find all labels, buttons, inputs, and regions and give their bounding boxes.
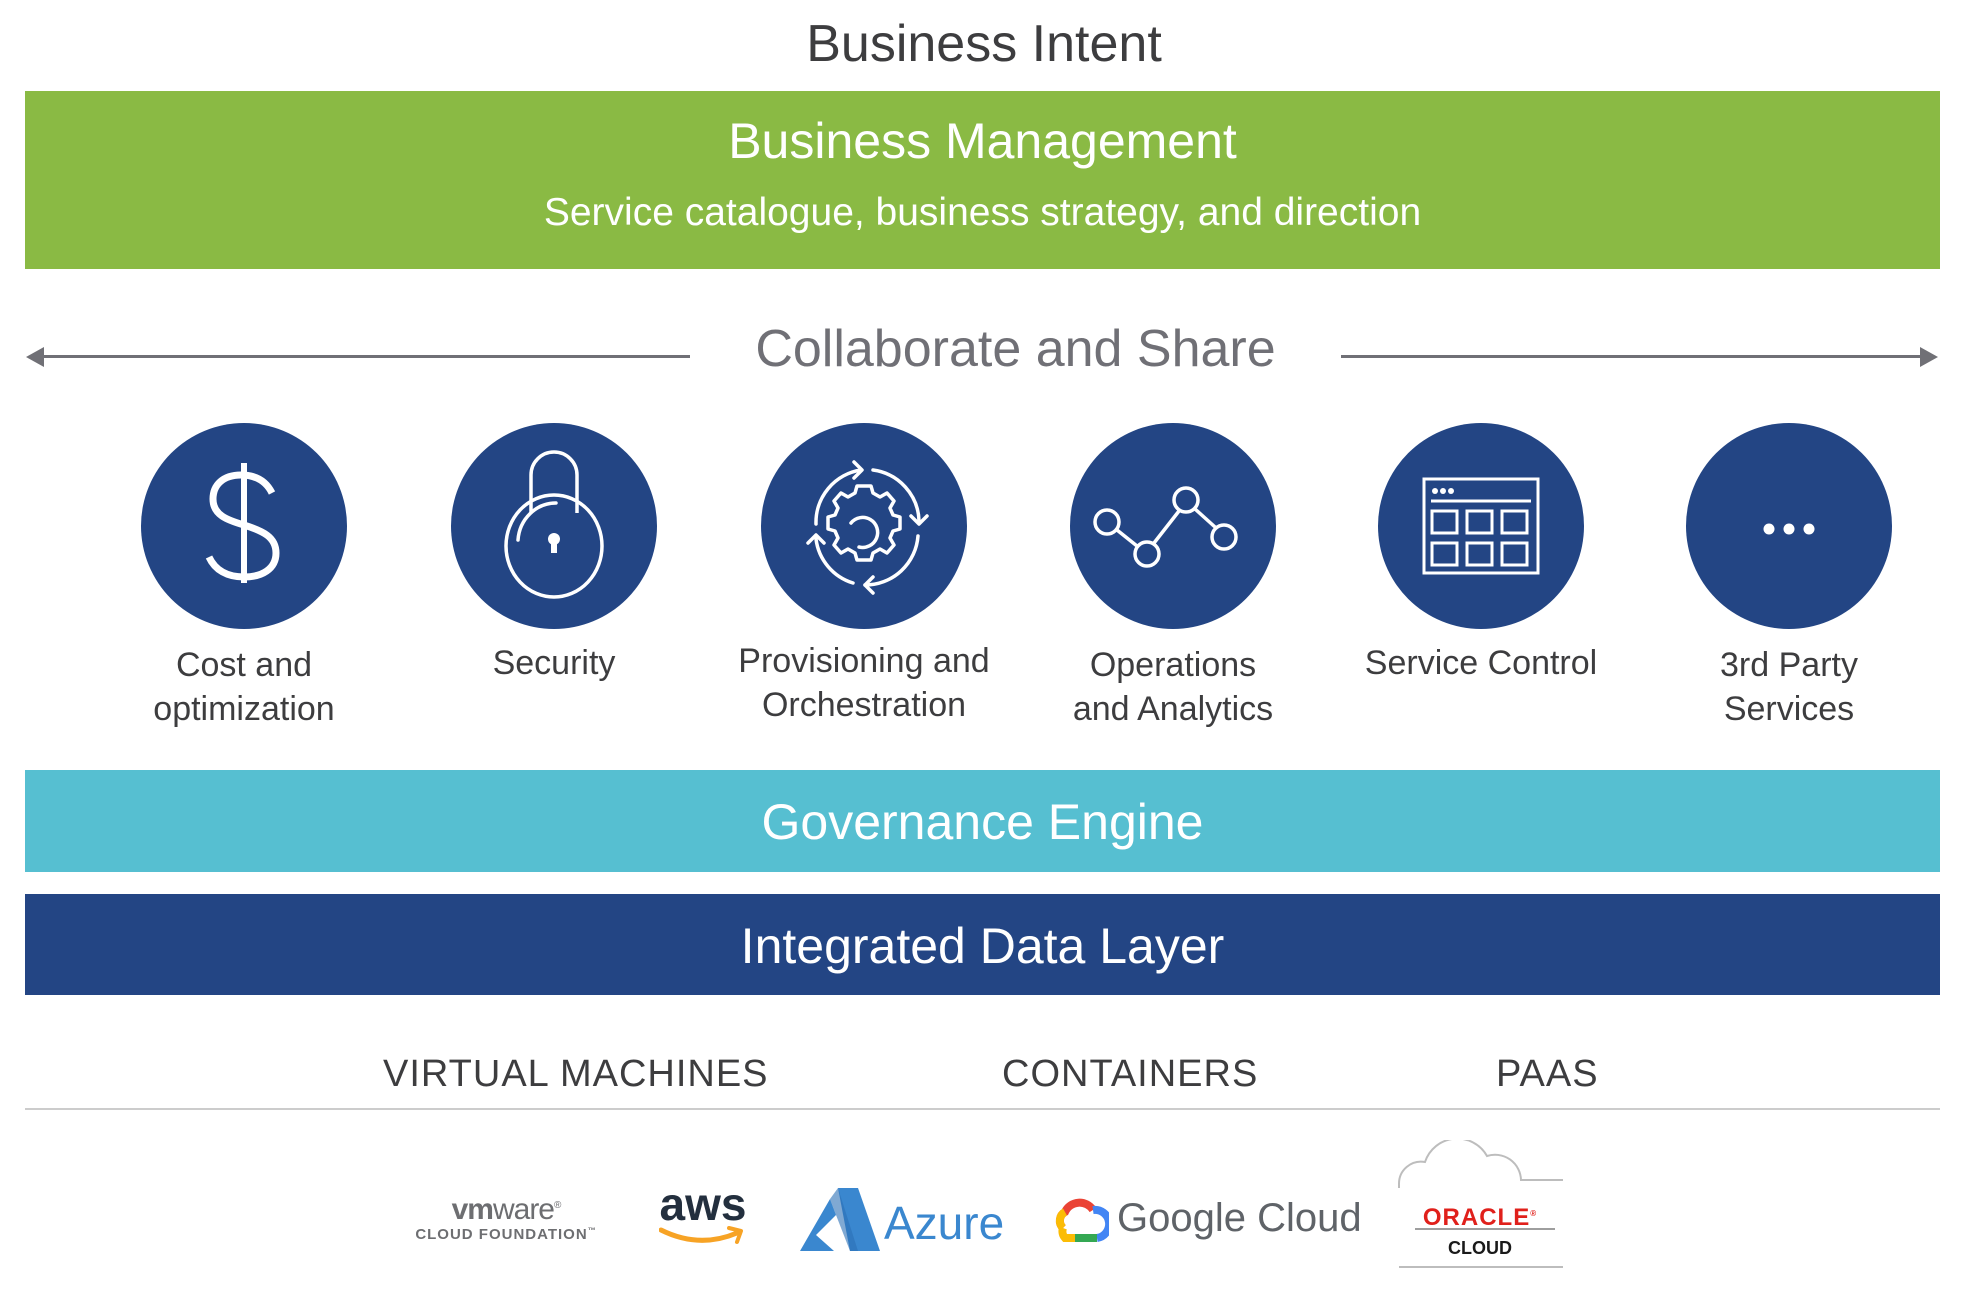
capability-operations-analytics: Operations and Analytics bbox=[1018, 423, 1328, 728]
collaborate-line-left bbox=[40, 355, 690, 358]
oracle-cloud-subtitle: CLOUD bbox=[1448, 1238, 1512, 1258]
business-management-subtitle: Service catalogue, business strategy, an… bbox=[543, 191, 1422, 234]
azure-wordmark: Azure bbox=[884, 1197, 1005, 1249]
aws-logo: aws bbox=[655, 1179, 751, 1255]
capability-circle bbox=[1378, 423, 1584, 629]
capability-label: 3rd Party Services bbox=[1614, 643, 1964, 731]
vmware-word-bold: vm bbox=[451, 1193, 494, 1226]
ellipsis-icon bbox=[1763, 523, 1815, 535]
capability-security: Security bbox=[399, 423, 709, 683]
capability-label-line2: and Analytics bbox=[1072, 690, 1274, 728]
app-grid-window-icon bbox=[1422, 477, 1540, 575]
google-cloud-wordmark: Google Cloud bbox=[1117, 1196, 1362, 1240]
oracle-word: ORACLE bbox=[1422, 1204, 1531, 1231]
category-virtual-machines: VIRTUAL MACHINES bbox=[383, 1053, 769, 1095]
padlock-icon bbox=[504, 450, 604, 599]
capability-label-line2: Orchestration bbox=[761, 686, 967, 724]
aws-wordmark: aws bbox=[659, 1178, 747, 1230]
arrow-right-icon bbox=[1920, 347, 1938, 367]
capability-label-line1: 3rd Party bbox=[1720, 646, 1858, 684]
capability-label-line1: Cost and bbox=[175, 646, 313, 684]
gear-cycle-icon bbox=[806, 460, 929, 595]
amazon-smile-arrow-icon bbox=[659, 1226, 743, 1244]
dollar-icon bbox=[205, 463, 280, 583]
capability-circle bbox=[1070, 423, 1276, 629]
capability-label-line1: Operations bbox=[1089, 646, 1257, 684]
capability-circle bbox=[141, 423, 347, 629]
capability-service-control: Service Control bbox=[1326, 423, 1636, 683]
capability-label: Operations and Analytics bbox=[998, 643, 1348, 731]
vmware-word-light: ware bbox=[492, 1193, 555, 1226]
google-cloud-icon bbox=[1055, 1198, 1109, 1242]
capability-label-line1: Provisioning and bbox=[738, 642, 990, 680]
capability-label-line1: Service Control bbox=[1364, 644, 1598, 682]
trademark-mark: ™ bbox=[587, 1226, 597, 1235]
collaborate-and-share-label: Collaborate and Share bbox=[755, 320, 1276, 378]
vmware-subtitle: CLOUD FOUNDATION™ bbox=[404, 1222, 608, 1244]
line-graph-nodes-icon bbox=[1093, 486, 1238, 568]
capability-circle bbox=[761, 423, 967, 629]
vmware-wordmark: vmware® bbox=[404, 1190, 608, 1226]
capability-label: Cost and optimization bbox=[69, 643, 419, 731]
google-cloud-logo: Google Cloud bbox=[1051, 1190, 1362, 1250]
cloud-outline-icon bbox=[1397, 1140, 1563, 1268]
azure-logo: Azure bbox=[800, 1185, 1005, 1255]
capability-label-line2: Services bbox=[1723, 690, 1855, 728]
capability-provisioning-orchestration: Provisioning and Orchestration bbox=[709, 423, 1019, 724]
integrated-data-layer-band: Integrated Data Layer bbox=[25, 894, 1940, 995]
capability-third-party-services: 3rd Party Services bbox=[1634, 423, 1944, 728]
integrated-data-layer-title: Integrated Data Layer bbox=[740, 918, 1225, 974]
category-divider bbox=[25, 1108, 1940, 1110]
diagram-title: Business Intent bbox=[806, 15, 1162, 73]
registered-mark: ® bbox=[554, 1200, 561, 1211]
oracle-cloud-logo: ORACLE® CLOUD bbox=[1395, 1140, 1565, 1270]
capability-label: Service Control bbox=[1306, 641, 1656, 685]
collaborate-line-right bbox=[1341, 355, 1921, 358]
capability-label-line1: Security bbox=[492, 644, 616, 682]
oracle-wordmark: ORACLE® bbox=[1395, 1200, 1565, 1232]
capability-circle bbox=[1686, 423, 1892, 629]
capability-label: Security bbox=[379, 641, 729, 685]
category-paas: PAAS bbox=[1496, 1053, 1599, 1095]
capability-circle bbox=[451, 423, 657, 629]
category-containers: CONTAINERS bbox=[1002, 1053, 1259, 1095]
business-management-title: Business Management bbox=[728, 113, 1237, 169]
capability-label-line2: optimization bbox=[153, 690, 335, 728]
vmware-cloud-foundation-logo: vmware® CLOUD FOUNDATION™ bbox=[404, 1190, 608, 1244]
azure-a-icon bbox=[800, 1188, 880, 1251]
registered-mark: ® bbox=[1530, 1209, 1538, 1218]
vmware-subtitle-text: CLOUD FOUNDATION bbox=[415, 1226, 588, 1243]
governance-engine-band: Governance Engine bbox=[25, 770, 1940, 872]
business-management-band: Business Management Service catalogue, b… bbox=[25, 91, 1940, 269]
capability-label: Provisioning and Orchestration bbox=[689, 639, 1039, 727]
governance-engine-title: Governance Engine bbox=[761, 794, 1204, 850]
capability-cost-optimization: Cost and optimization bbox=[89, 423, 399, 728]
arrow-left-icon bbox=[26, 347, 44, 367]
